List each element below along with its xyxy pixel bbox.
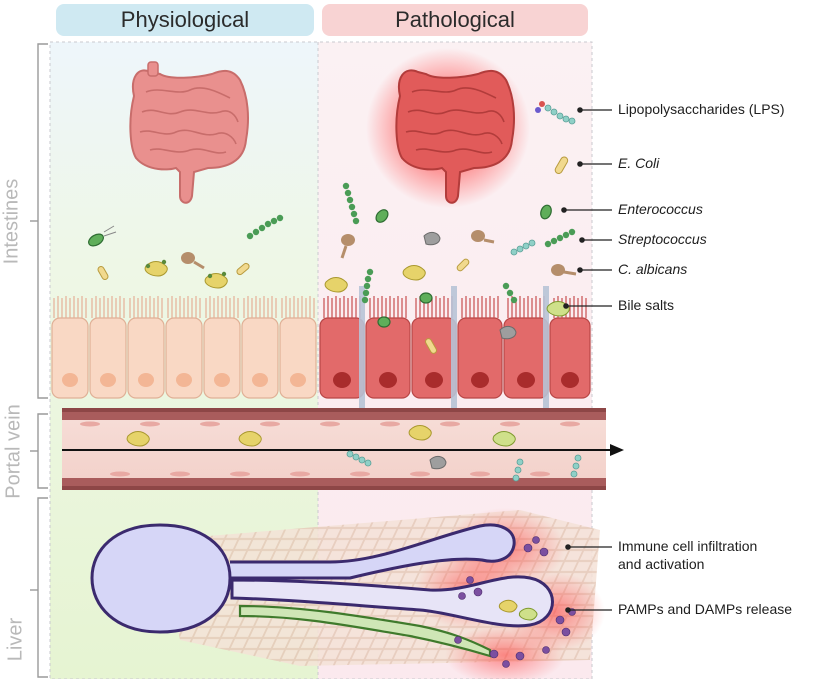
portal-vein	[62, 408, 624, 490]
inflamed-intestine	[366, 48, 530, 208]
legend-pointers	[561, 107, 612, 613]
inflamed-epithelium	[319, 286, 591, 444]
liver	[90, 508, 605, 684]
pamps-damps-label: PAMPs and DAMPs release	[618, 601, 793, 617]
pathological-header: Pathological	[322, 4, 588, 36]
physiological-header: Physiological	[56, 4, 314, 36]
healthy-intestine	[129, 61, 249, 204]
legend-lps: Lipopolysaccharides (LPS)	[618, 101, 785, 117]
microbes-physiological	[88, 214, 284, 289]
flow-arrowhead	[610, 444, 624, 456]
immune-infiltration-label-line2: and activation	[618, 556, 705, 572]
legend-enterococcus: Enterococcus	[618, 201, 703, 217]
legend-streptococcus: Streptococcus	[618, 231, 707, 247]
section-brackets	[30, 43, 48, 678]
liver-section-label: Liver	[4, 617, 27, 662]
immune-infiltration-label-line1: Immune cell infiltration	[618, 538, 758, 554]
legend-ecoli: E. Coli	[618, 155, 660, 171]
legend-bile-salts: Bile salts	[618, 297, 675, 313]
bile-duct	[90, 523, 516, 634]
microbes-pathological	[324, 101, 577, 354]
legend-calbicans: C. albicans	[618, 261, 688, 277]
intestines-section-label: Intestines	[0, 178, 23, 265]
healthy-epithelium	[51, 296, 317, 399]
portal-vein-section-label: Portal vein	[2, 404, 25, 499]
